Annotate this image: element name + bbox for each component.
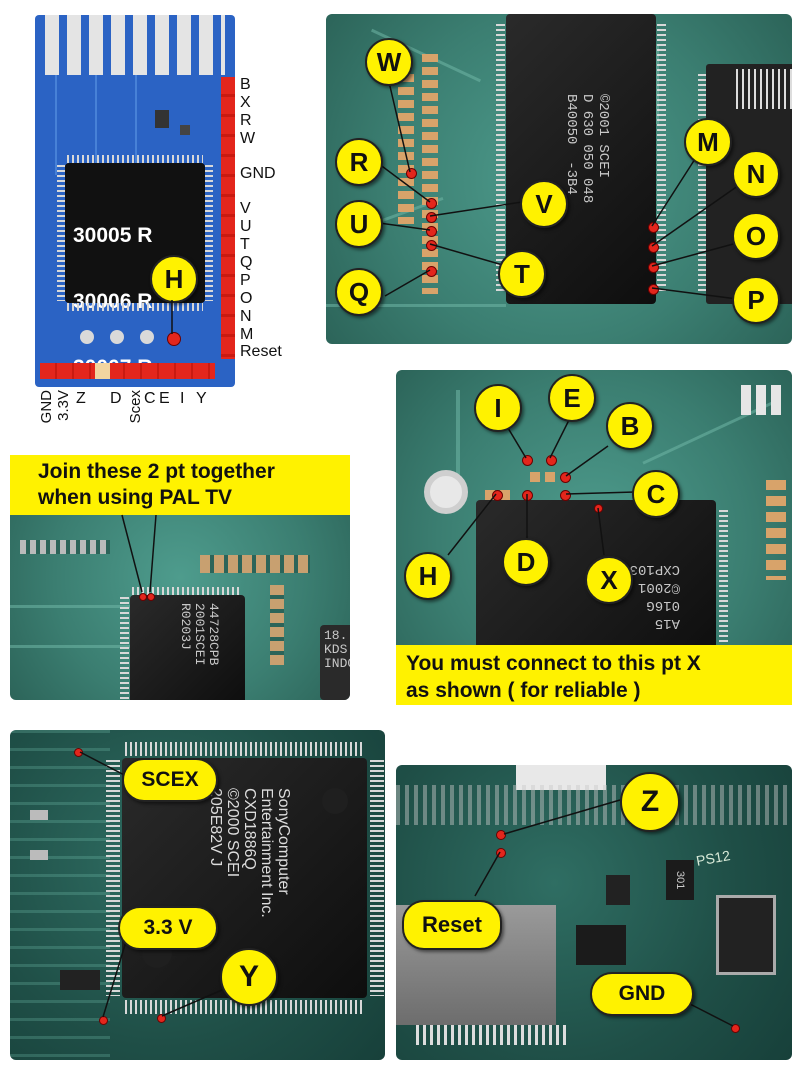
- point-i: [522, 455, 533, 466]
- point-e: [546, 455, 557, 466]
- marker-q: Q: [335, 268, 383, 316]
- pin-label-reset: Reset: [240, 343, 282, 360]
- pin-label-gnd: GND: [240, 165, 276, 182]
- pal-ic: 44728CPB 2001SCEI R0203J: [130, 595, 245, 700]
- point-p: [648, 284, 659, 295]
- marker-h-mid: H: [404, 552, 452, 600]
- marker-u: U: [335, 200, 383, 248]
- point-3v3: [99, 1016, 108, 1025]
- pin-label-3v3: 3.3V: [55, 390, 72, 421]
- tag-z: Z: [620, 772, 680, 832]
- pin-label-d: D: [110, 390, 122, 407]
- pin-label-w: W: [240, 130, 256, 147]
- point-h2: [492, 490, 503, 501]
- point-scex: [74, 748, 83, 757]
- marker-h: H: [150, 255, 198, 303]
- marker-v: V: [520, 180, 568, 228]
- pin-label-o: O: [240, 290, 253, 307]
- pin-label-n: N: [240, 308, 252, 325]
- marker-w: W: [365, 38, 413, 86]
- pal-side-text: 18. KDS INDO: [324, 628, 350, 671]
- marker-t: T: [498, 250, 546, 298]
- pal-note: Join these 2 pt together when using PAL …: [10, 455, 350, 515]
- bottom-right-part: 301: [666, 860, 694, 900]
- marker-m: M: [684, 118, 732, 166]
- point-q: [426, 266, 437, 277]
- marker-n: N: [732, 150, 780, 198]
- marker-d: D: [502, 538, 550, 586]
- marker-b: B: [606, 402, 654, 450]
- board-text: PS12: [694, 847, 732, 869]
- tag-gnd: GND: [590, 972, 694, 1016]
- point-x: [594, 504, 603, 513]
- pal-side-ic: 18. KDS INDO: [320, 625, 350, 700]
- marker-e: E: [548, 374, 596, 422]
- point-z: [496, 830, 506, 840]
- point-w: [406, 168, 417, 179]
- pin-label-u: U: [240, 218, 252, 235]
- marker-p: P: [732, 276, 780, 324]
- point-b: [560, 472, 571, 483]
- bottom-left-ic-text: SonyComputer Entertainment Inc. CXD1886Q…: [207, 788, 292, 918]
- pin-label-z: Z: [76, 390, 86, 407]
- marker-o: O: [732, 212, 780, 260]
- point-c: [560, 490, 571, 501]
- pin-label-i: I: [180, 390, 185, 407]
- pin-label-t: T: [240, 236, 250, 253]
- tag-y: Y: [220, 948, 278, 1006]
- right-pad-column: [221, 77, 235, 359]
- point-o: [648, 262, 659, 273]
- tag-reset: Reset: [402, 900, 502, 950]
- tag-3v3: 3.3 V: [118, 906, 218, 950]
- pin-label-y: Y: [196, 390, 207, 407]
- marker-x: X: [585, 556, 633, 604]
- marker-r: R: [335, 138, 383, 186]
- pin-label-c: C: [144, 390, 156, 407]
- marker-i: I: [474, 384, 522, 432]
- pin-label-scex: Scex: [127, 390, 144, 424]
- marker-c: C: [632, 470, 680, 518]
- point-r: [426, 198, 437, 209]
- pal-point-1: [139, 593, 147, 601]
- point-y: [157, 1014, 166, 1023]
- chip-line-1: 30005 R: [73, 224, 153, 247]
- pal-ic-text: 44728CPB 2001SCEI R0203J: [178, 603, 221, 666]
- point-m: [648, 222, 659, 233]
- point-n: [648, 242, 659, 253]
- pin-label-r: R: [240, 112, 252, 129]
- point-reset: [496, 848, 506, 858]
- mid-right-note: You must connect to this pt X as shown (…: [396, 645, 792, 705]
- pin-label-gnd-bottom: GND: [38, 390, 55, 424]
- pin-label-x: X: [240, 94, 251, 111]
- top-right-ic-text: ©2001 SCEI D 630 050 048 B40050 -3B4: [563, 94, 611, 204]
- pin-label-p: P: [240, 272, 251, 289]
- pin-label-q: Q: [240, 254, 253, 271]
- pin-label-e: E: [159, 390, 170, 407]
- pin-label-b: B: [240, 76, 251, 93]
- point-v: [426, 212, 437, 223]
- modchip-panel: 30005 R 30006 R 30007 R: [35, 15, 235, 387]
- point-d: [522, 490, 533, 501]
- tag-scex: SCEX: [122, 758, 218, 802]
- pin-label-v: V: [240, 200, 251, 217]
- gold-fingers: [45, 15, 225, 75]
- point-u: [426, 226, 437, 237]
- pin-label-m: M: [240, 326, 254, 343]
- point-t: [426, 240, 437, 251]
- bottom-pad-row: [40, 363, 215, 379]
- point-gnd: [731, 1024, 740, 1033]
- pal-point-2: [147, 593, 155, 601]
- point-h: [167, 332, 181, 346]
